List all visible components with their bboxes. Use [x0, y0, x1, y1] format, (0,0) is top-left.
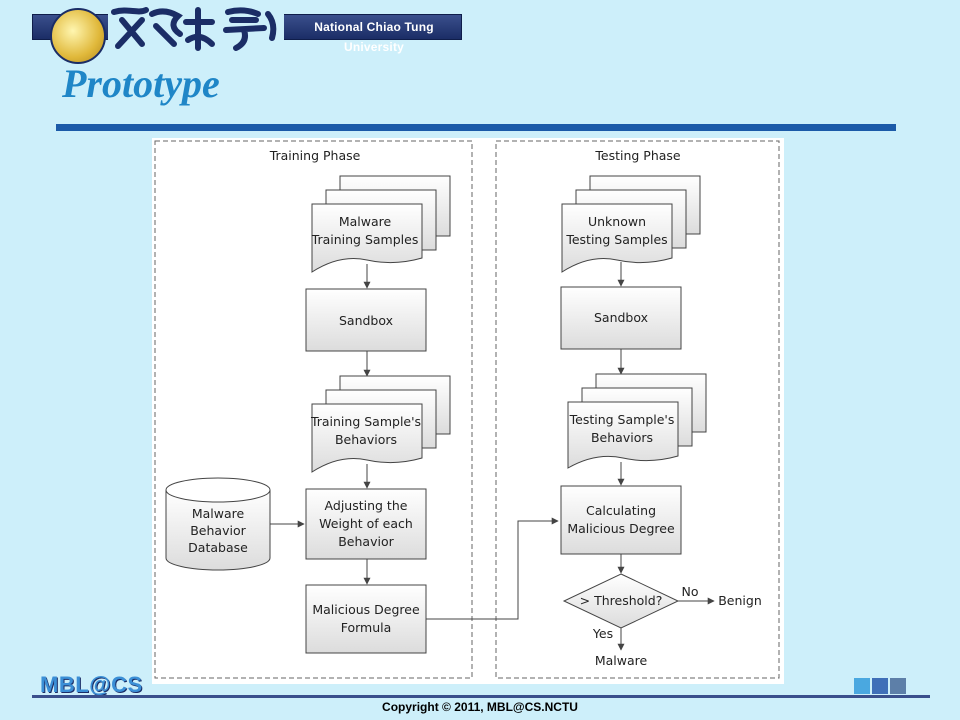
database-line-3: Database	[188, 540, 248, 555]
training-sandbox-label: Sandbox	[339, 313, 393, 328]
training-samples-node: Malware Training Samples	[311, 175, 451, 273]
footer-square-1	[854, 678, 870, 694]
calligraphy-icon	[111, 7, 277, 51]
training-phase-container	[154, 140, 473, 679]
formula-node	[305, 584, 427, 654]
database-line-2: Behavior	[190, 523, 246, 538]
testing-samples-node: Unknown Testing Samples	[561, 175, 701, 273]
footer-square-2	[872, 678, 888, 694]
training-samples-line-1: Malware	[339, 214, 392, 229]
adjust-weight-node	[305, 488, 427, 560]
training-behaviors-line-2: Behaviors	[335, 432, 397, 447]
malware-outcome: Malware	[595, 653, 648, 668]
testing-sandbox-label: Sandbox	[594, 310, 648, 325]
flowchart-panel: Training Phase Testing Phase Malware Tra…	[152, 138, 784, 684]
copyright-text: Copyright © 2011, MBL@CS.NCTU	[382, 700, 578, 714]
footer-square-3	[890, 678, 906, 694]
training-sandbox-node	[305, 288, 427, 352]
testing-samples-line-1: Unknown	[588, 214, 646, 229]
training-behaviors-node: Training Sample's Behaviors	[310, 375, 451, 473]
yes-branch-label: Yes	[592, 626, 613, 641]
formula-line-1: Malicious Degree	[312, 602, 420, 617]
university-seal-icon	[50, 8, 106, 64]
calculating-node	[560, 485, 682, 555]
testing-behaviors-node: Testing Sample's Behaviors	[567, 373, 707, 469]
university-calligraphy-logo	[108, 4, 284, 52]
testing-phase-container	[495, 140, 780, 679]
adjust-weight-line-3: Behavior	[338, 534, 394, 549]
footer-divider	[32, 695, 930, 698]
flowchart-diagram: Training Phase Testing Phase Malware Tra…	[154, 140, 780, 679]
training-samples-line-2: Training Samples	[311, 232, 419, 247]
adjust-weight-line-2: Weight of each	[319, 516, 413, 531]
database-line-1: Malware	[192, 506, 245, 521]
benign-outcome: Benign	[718, 593, 762, 608]
formula-line-2: Formula	[341, 620, 392, 635]
page-title: Prototype	[62, 61, 220, 106]
no-branch-label: No	[682, 584, 699, 599]
title-divider	[56, 124, 896, 131]
threshold-decision-label: > Threshold?	[580, 593, 663, 608]
testing-phase-label: Testing Phase	[594, 148, 681, 163]
calculating-line-1: Calculating	[586, 503, 656, 518]
testing-behaviors-line-2: Behaviors	[591, 430, 653, 445]
adjust-weight-line-1: Adjusting the	[325, 498, 408, 513]
mbl-logo: MBL@CS	[40, 672, 143, 697]
training-behaviors-line-1: Training Sample's	[310, 414, 421, 429]
behavior-database-node: Malware Behavior Database	[165, 477, 271, 571]
calculating-line-2: Malicious Degree	[567, 521, 675, 536]
testing-samples-line-2: Testing Samples	[565, 232, 667, 247]
footer-squares-decoration	[854, 678, 908, 696]
training-phase-label: Training Phase	[269, 148, 361, 163]
testing-behaviors-line-1: Testing Sample's	[569, 412, 675, 427]
arrow-formula-to-calculating	[426, 517, 559, 620]
university-name: National Chiao Tung University	[314, 20, 434, 54]
